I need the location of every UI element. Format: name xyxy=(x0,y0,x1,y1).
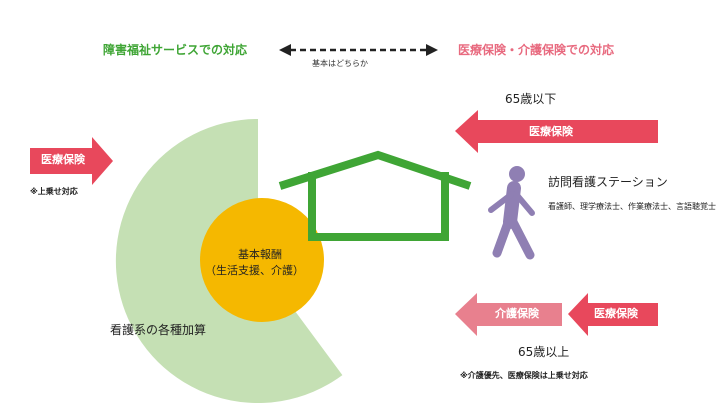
kasan-label: 看護系の各種加算 xyxy=(110,323,207,337)
bottom-iryo-arrow-label: 医療保険 xyxy=(594,307,638,320)
connector-label: 基本はどちらか xyxy=(312,59,368,68)
base-fee-circle xyxy=(200,198,324,322)
welfare-heading: 障害福祉サービスでの対応 xyxy=(103,43,248,57)
house-icon xyxy=(278,150,472,241)
station-title: 訪問看護ステーション xyxy=(548,175,668,189)
bottom-note: ※介護優先、医療保険は上乗せ対応 xyxy=(460,371,588,380)
age-over-65: 65歳以上 xyxy=(518,345,570,359)
left-arrow-label: 医療保険 xyxy=(41,153,85,166)
left-iryo-arrow xyxy=(30,137,113,185)
base-fee-subtitle: （生活支援、介護） xyxy=(205,264,304,277)
kaigo-arrow-label: 介護保険 xyxy=(495,307,539,320)
age-under-65: 65歳以下 xyxy=(505,92,557,106)
kaigo-arrow xyxy=(455,293,562,336)
bottom-iryo-arrow xyxy=(568,293,658,336)
insurance-heading: 医療保険・介護保険での対応 xyxy=(458,43,615,57)
base-fee-title: 基本報酬 xyxy=(238,248,282,261)
staff-list: 看護師、理学療法士、作業療法士、言語聴覚士 xyxy=(548,202,716,211)
left-note: ※上乗せ対応 xyxy=(30,187,78,196)
top-iryo-arrow xyxy=(455,110,658,153)
walking-person-icon xyxy=(488,166,535,260)
double-arrow-icon xyxy=(279,44,438,56)
top-arrow-label: 医療保険 xyxy=(529,125,573,138)
